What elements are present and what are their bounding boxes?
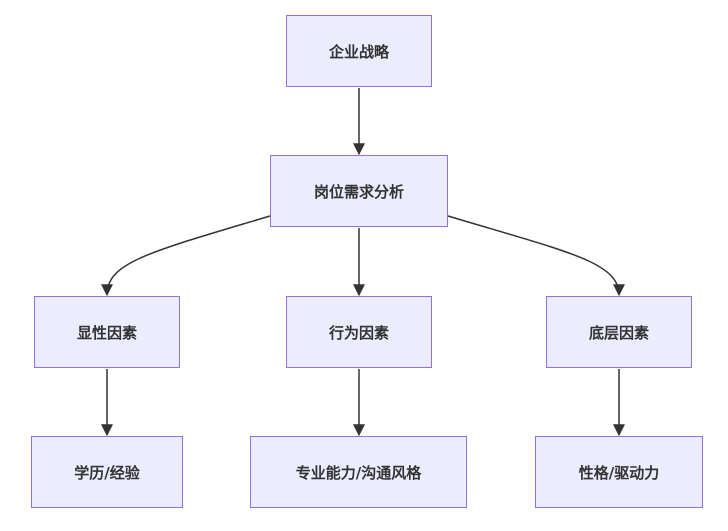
node-behavior-factors[interactable]: 行为因素 — [286, 296, 432, 368]
node-enterprise-strategy[interactable]: 企业战略 — [286, 15, 432, 87]
node-personality-motivation[interactable]: 性格/驱动力 — [535, 436, 703, 508]
node-label: 底层因素 — [588, 323, 649, 342]
node-professional-skill-communication[interactable]: 专业能力/沟通风格 — [250, 436, 467, 508]
edge-analysis-explicit — [101, 215, 271, 297]
node-label: 专业能力/沟通风格 — [295, 463, 422, 482]
node-education-experience[interactable]: 学历/经验 — [31, 436, 183, 508]
node-label: 企业战略 — [328, 42, 389, 61]
node-label: 岗位需求分析 — [313, 182, 404, 201]
node-label: 性格/驱动力 — [578, 463, 660, 482]
node-job-requirement-analysis[interactable]: 岗位需求分析 — [270, 155, 448, 227]
node-explicit-factors[interactable]: 显性因素 — [34, 296, 180, 368]
edge-analysis-deep — [447, 215, 625, 297]
node-label: 行为因素 — [328, 323, 389, 342]
node-label: 学历/经验 — [74, 463, 140, 482]
node-label: 显性因素 — [76, 323, 137, 342]
node-underlying-factors[interactable]: 底层因素 — [546, 296, 692, 368]
